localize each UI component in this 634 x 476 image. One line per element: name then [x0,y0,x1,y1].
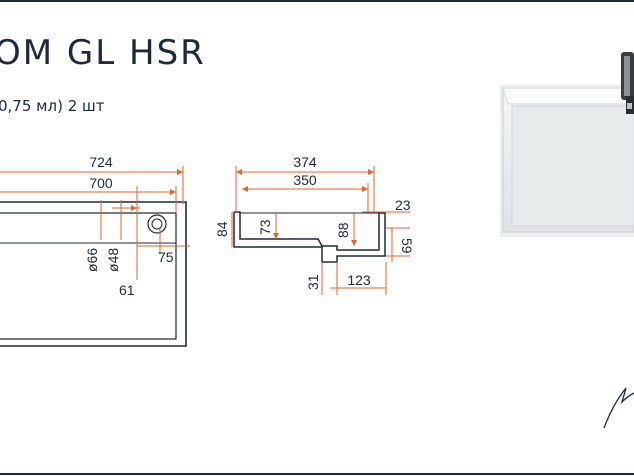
side-view: 374 350 23 84 73 88 59 31 123 [214,154,415,295]
render-sink-basin [511,105,634,227]
drain-hole [147,214,167,234]
side-profile [233,211,386,263]
dim-label-350: 350 [293,172,317,188]
signature-mark-icon [603,387,634,429]
front-outline [0,201,187,347]
render-sink-rim [502,87,634,105]
dim-label-23: 23 [395,197,411,213]
faucet-icon [621,52,634,114]
dim-label-73: 73 [257,219,273,235]
arrow-374-l [236,169,242,175]
dim-label-700: 700 [89,175,113,191]
product-render [500,52,634,237]
dim-label-61: 61 [119,282,135,298]
arrow-700 [170,189,176,195]
dim-label-59: 59 [399,238,415,254]
dim-label-75: 75 [158,249,174,265]
dim-label-84: 84 [214,221,230,237]
arrow-374-r [368,169,374,175]
front-inner-outline [0,212,177,340]
dim-label-88: 88 [335,222,351,238]
drain-hole-inner [151,218,163,230]
product-title: OM GL HSR [0,33,206,73]
dim-label-31: 31 [305,274,321,290]
dim-label-724: 724 [89,154,113,170]
arrow-73 [273,233,279,239]
arrow-350-r [362,186,368,192]
dim-label-48: ø48 [105,248,121,272]
dim-label-123: 123 [347,272,371,288]
dim-label-66: ø66 [84,248,100,272]
arrow-88 [351,240,357,246]
front-view: 724 700 ø66 ø48 61 75 [0,154,190,347]
arrow-48 [131,205,137,211]
product-subtitle: 0,75 мл) 2 шт [0,97,105,115]
dim-label-374: 374 [293,154,317,170]
arrow-724 [177,169,183,175]
arrow-350-l [242,186,248,192]
